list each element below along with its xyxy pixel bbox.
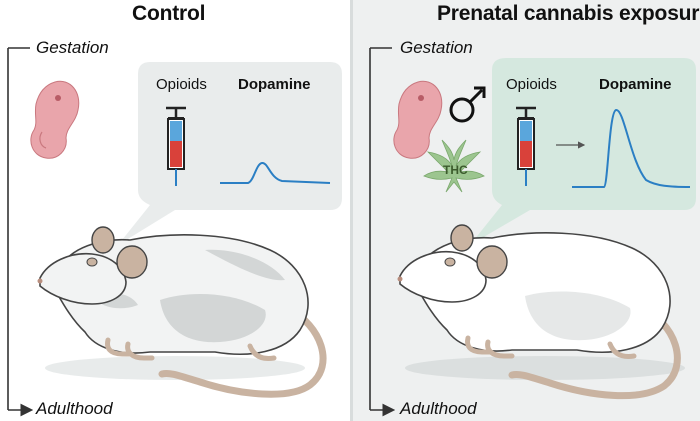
timeline-end-label-cannabis: Adulthood xyxy=(400,399,477,418)
timeline-end-label-control: Adulthood xyxy=(36,399,113,418)
embryo-icon xyxy=(30,80,80,159)
male-symbol-icon xyxy=(449,86,486,123)
dopamine-curve-cannabis xyxy=(572,109,691,188)
timeline-start-label-control: Gestation xyxy=(36,38,109,57)
mouse-illustration xyxy=(37,226,327,398)
drug-label-cannabis: Opioids xyxy=(506,76,557,93)
panel-divider xyxy=(350,0,353,421)
bubble-right xyxy=(470,58,696,245)
response-label-cannabis: Dopamine xyxy=(599,76,672,93)
panel-title-cannabis: Prenatal cannabis exposure xyxy=(437,2,700,25)
response-label-control: Dopamine xyxy=(238,76,311,93)
dopamine-curve-control xyxy=(220,162,331,184)
cannabis-leaf-icon xyxy=(423,139,485,193)
syringe-icon xyxy=(516,106,536,186)
embryo-icon xyxy=(393,80,443,159)
timeline-right xyxy=(369,47,396,417)
timeline-left xyxy=(7,47,34,417)
syringe-icon xyxy=(166,106,186,186)
timeline-start-label-cannabis: Gestation xyxy=(400,38,473,57)
panel-title-control: Control xyxy=(132,2,206,25)
mouse-illustration xyxy=(397,224,685,400)
thc-label: THC xyxy=(443,163,468,177)
drug-label-control: Opioids xyxy=(156,76,207,93)
